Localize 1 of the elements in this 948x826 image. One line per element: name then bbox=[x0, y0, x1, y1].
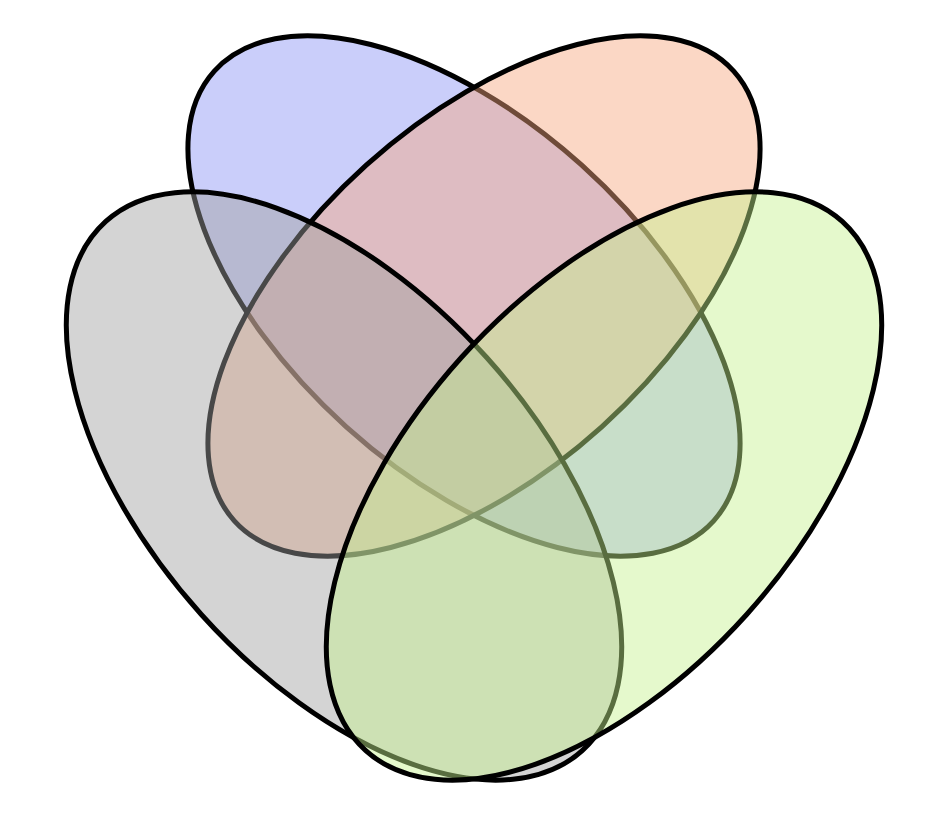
venn-ellipse bbox=[323, 189, 885, 783]
